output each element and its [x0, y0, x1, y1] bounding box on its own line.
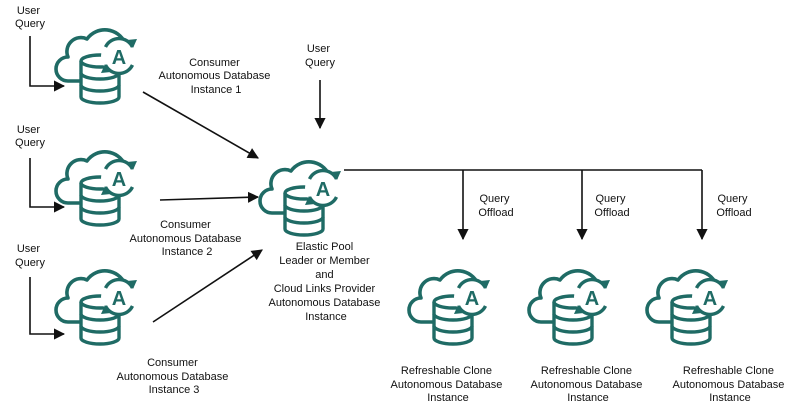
consumer-1-label: Consumer Autonomous Database Instance 1 [159, 57, 274, 96]
consumer-1-to-provider-arrow [142, 91, 259, 159]
consumer-2-query-arrow [29, 158, 66, 213]
consumer-3-user-query-label: User Query [15, 243, 45, 269]
consumer-2-database-icon [54, 150, 139, 227]
clone-1-offload-label: Query Offload [478, 193, 513, 219]
consumer-3-database-icon [54, 269, 139, 346]
consumer-1-query-arrow [29, 36, 66, 92]
clone-3-label: Refreshable Clone Autonomous Database In… [673, 365, 788, 404]
consumer-3-label: Consumer Autonomous Database Instance 3 [117, 357, 232, 396]
clone-1-label: Refreshable Clone Autonomous Database In… [391, 365, 506, 404]
consumer-3-to-provider-arrow [152, 249, 263, 323]
consumer-1-user-query-label: User Query [15, 5, 45, 30]
clone-3-offload-label: Query Offload [716, 193, 751, 219]
provider-label: Elastic Pool Leader or Member and Cloud … [269, 241, 384, 323]
provider-database-icon [258, 160, 343, 237]
clone-1-database-icon [407, 269, 492, 346]
consumer-2-user-query-label: User Query [15, 124, 45, 149]
consumer-1-database-icon [54, 28, 139, 105]
consumer-3-query-arrow [29, 277, 66, 340]
clone-2-database-icon [527, 269, 612, 346]
provider-user-query-label: User Query [305, 43, 335, 69]
clone-3-database-icon [645, 269, 730, 346]
consumer-2-to-provider-arrow [159, 191, 260, 203]
clone-2-label: Refreshable Clone Autonomous Database In… [531, 365, 646, 404]
clone-2-offload-label: Query Offload [594, 193, 629, 219]
consumer-2-label: Consumer Autonomous Database Instance 2 [130, 219, 245, 258]
